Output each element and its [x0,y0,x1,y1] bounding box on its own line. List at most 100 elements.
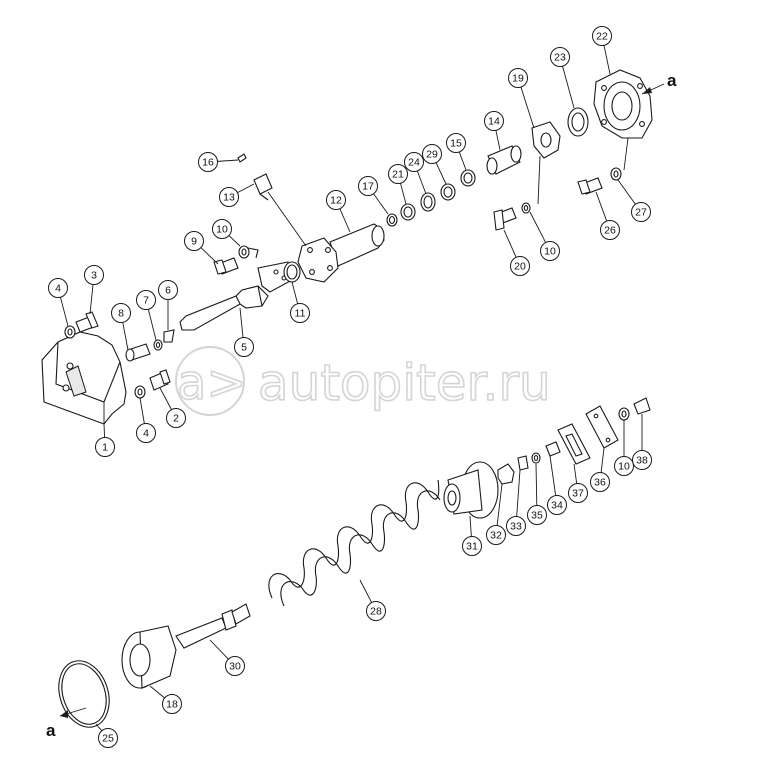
callout-circle-c3 [84,265,104,285]
callout-circle-c27 [631,202,651,222]
callout-leader-c8 [122,322,129,351]
callout-number-c21: 21 [392,169,404,181]
callout-leader-c18 [149,685,165,699]
callout-c10b: 10 [529,211,560,261]
callout-c14: 14 [484,111,504,151]
callout-circle-c9 [184,231,204,251]
callout-number-c1: 1 [102,442,108,454]
part-bushing-14 [486,145,522,175]
callout-number-c4b: 4 [143,428,149,440]
callout-c19: 19 [508,68,535,129]
callout-number-c17: 17 [362,181,374,193]
callout-number-c7: 7 [143,295,149,307]
callout-circle-c1 [95,437,115,457]
callout-circle-c29 [422,144,442,164]
callout-number-c38: 38 [636,455,648,467]
callout-leader-c10b [529,211,547,243]
callout-c35: 35 [527,463,547,525]
callout-c10a: 10 [212,219,241,247]
callout-leader-c10a [228,235,241,247]
callout-number-c16: 16 [202,157,214,169]
callout-circle-c8 [111,303,131,323]
callout-c27: 27 [617,179,651,222]
callout-circle-c26 [600,220,620,240]
callout-circle-c36 [590,472,610,492]
callout-leader-c32 [496,483,503,526]
reference-letter-top: a [667,71,677,90]
callout-leader-c15 [458,151,467,171]
callout-number-c22: 22 [596,31,608,43]
callout-c29: 29 [422,144,447,185]
callout-c3: 3 [84,265,104,315]
callout-c28: 28 [359,579,386,621]
part-seal-rings [386,169,476,227]
part-bolt-20-group [493,202,531,231]
callout-number-c4a: 4 [55,283,61,295]
callout-leader-c19 [520,86,535,129]
callout-circle-c31 [462,536,482,556]
reference-arrow-bottom: a [46,707,87,740]
part-oring-11 [283,261,301,283]
callout-circle-c2 [166,408,186,428]
part-plug-34-group [531,441,561,464]
callout-leader-c11 [291,281,299,304]
callout-c38: 38 [632,414,652,470]
callout-layer: 1234456789101010111213141516171819202122… [48,26,652,748]
callout-circle-c19 [508,68,528,88]
callout-circle-c11 [290,303,310,323]
callout-number-c18: 18 [166,699,178,711]
part-gasket-37 [557,423,591,465]
part-rod-30 [175,603,251,649]
part-grease-nipple [237,153,307,247]
callout-circle-c13 [219,187,239,207]
callout-number-c10a: 10 [216,224,228,236]
reference-letter-bottom: a [46,721,56,740]
part-piston-31 [443,461,499,519]
callout-c8: 8 [111,303,131,351]
callout-number-c15: 15 [450,138,462,150]
callout-c4a: 4 [48,278,69,327]
callout-c23: 23 [550,47,575,109]
callout-number-c32: 32 [490,530,502,542]
callout-leader-c14 [495,130,501,151]
part-shaft-5 [179,261,293,331]
part-bolt-26-group [577,167,622,195]
callout-leader-c21 [400,183,407,205]
callout-circle-c25 [98,728,118,748]
callout-leader-c25 [95,723,103,732]
callout-c1: 1 [95,423,115,457]
callout-circle-c33 [506,516,526,536]
callout-circle-c21 [388,164,408,184]
watermark-logo-glyph: a> [177,355,247,411]
callout-leader-c17 [373,193,389,215]
callout-leader-c28 [359,579,373,603]
callout-circle-c16 [198,152,218,172]
callout-leader-c31 [469,515,472,537]
callout-leader-c4b [139,397,145,424]
callout-leader-c13 [237,183,255,194]
callout-number-c6: 6 [165,285,171,297]
callout-circle-c4a [48,278,68,298]
callout-number-c8: 8 [118,308,124,320]
callout-c25: 25 [95,723,118,748]
callout-number-c27: 27 [635,207,647,219]
callout-c21: 21 [388,164,408,205]
callout-number-c36: 36 [594,477,606,489]
part-bolt-8-group [125,329,175,362]
callout-leader-c27 [617,179,636,205]
callout-number-c2: 2 [173,413,179,425]
callout-leader-c30 [209,639,229,660]
callout-circle-c10c [614,456,634,476]
callout-leader-c37 [573,463,578,484]
callout-circle-c17 [358,176,378,196]
callout-c32: 32 [486,483,506,545]
callout-c12: 12 [326,190,351,233]
part-nut-32-group [497,455,529,485]
callout-c15: 15 [446,133,467,171]
callout-number-c26: 26 [604,225,616,237]
callout-number-c34: 34 [551,500,563,512]
callout-number-c14: 14 [488,116,500,128]
callout-number-c23: 23 [554,52,566,64]
part-oring-25 [58,660,110,728]
